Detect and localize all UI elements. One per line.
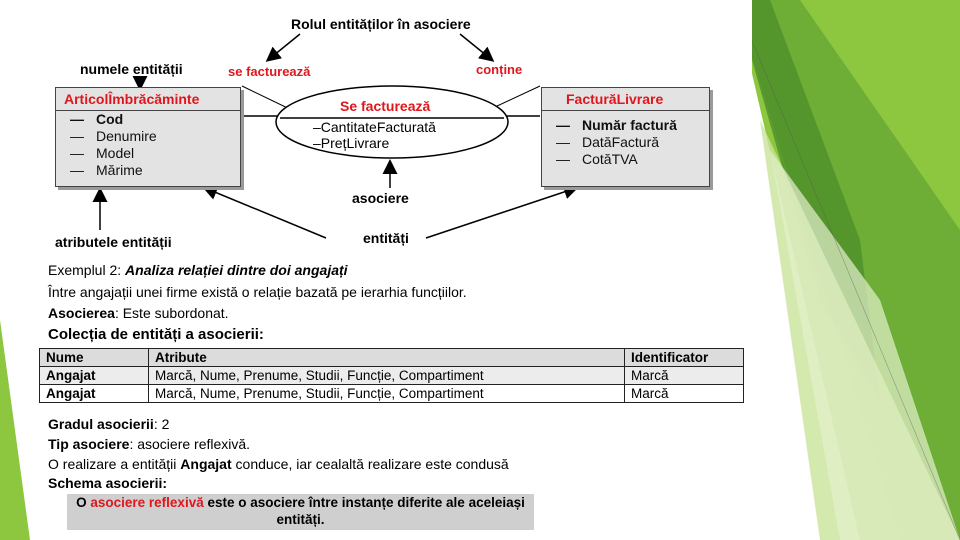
table-cell: Marcă, Nume, Prenume, Studii, Funcție, C… <box>148 384 625 403</box>
association-attr: –CantitateFacturată <box>313 119 436 135</box>
deco-shape-pale <box>770 150 960 540</box>
degree-line: Gradul asocierii: 2 <box>48 416 170 432</box>
table-cell: Marcă <box>624 384 744 403</box>
realization-line: O realizare a entității Angajat conduce,… <box>48 456 509 472</box>
table-header-cell: Atribute <box>148 348 625 367</box>
intro-text: Între angajații unei firme există o rela… <box>48 284 467 300</box>
right-entity-box: FacturăLivrare —Număr factură —DatăFactu… <box>541 87 710 187</box>
schema-heading: Schema asocierii: <box>48 475 168 491</box>
association-line: Asocierea: Este subordonat. <box>48 305 229 321</box>
diagram-top-label: Rolul entităților în asociere <box>291 16 471 32</box>
entity-name-label: numele entității <box>80 61 183 77</box>
association-name: Se facturează <box>340 98 431 114</box>
note-line-2: entități. <box>276 512 325 527</box>
entity-table: Nume Atribute Identificator Angajat Marc… <box>39 348 744 403</box>
type-line: Tip asociere: asociere reflexivă. <box>48 436 251 452</box>
table-cell: Marcă <box>624 366 744 385</box>
entity-attributes-label: atributele entității <box>55 234 172 250</box>
right-entity-attr: —Număr factură <box>556 117 677 133</box>
deco-line <box>734 0 960 540</box>
left-entity-attr: —Mărime <box>70 162 143 178</box>
left-entity-name: ArticolÎmbrăcăminte <box>56 88 240 111</box>
association-label: asociere <box>352 190 409 206</box>
table-header-cell: Identificator <box>624 348 744 367</box>
arrow-entity-left <box>202 185 327 239</box>
example-heading: Exemplul 2: Analiza relației dintre doi … <box>48 262 348 278</box>
role-right-label: conține <box>476 62 523 77</box>
table-header-cell: Nume <box>39 348 149 367</box>
table-row: Angajat Marcă, Nume, Prenume, Studii, Fu… <box>39 366 744 385</box>
document-page <box>30 0 752 493</box>
note-line-1: O asociere reflexivă este o asociere înt… <box>76 495 525 510</box>
right-entity-attr: —CotăTVA <box>556 151 638 167</box>
definition-note: O asociere reflexivă este o asociere înt… <box>67 494 534 530</box>
right-entity-attr: —DatăFactură <box>556 134 660 150</box>
arrow-role-left <box>265 33 301 62</box>
arrow-entity-right <box>425 184 579 239</box>
table-row: Angajat Marcă, Nume, Prenume, Studii, Fu… <box>39 384 744 403</box>
association-attr: –PrețLivrare <box>313 135 390 151</box>
association-ellipse <box>275 85 509 159</box>
role-left-label: se facturează <box>228 64 311 79</box>
table-cell: Marcă, Nume, Prenume, Studii, Funcție, C… <box>148 366 625 385</box>
table-cell: Angajat <box>39 366 149 385</box>
left-entity-attr: —Model <box>70 145 135 161</box>
table-cell: Angajat <box>39 384 149 403</box>
collection-heading: Colecția de entități a asocierii: <box>48 326 264 343</box>
right-entity-name: FacturăLivrare <box>542 88 709 111</box>
left-entity-box: ArticolÎmbrăcăminte —Cod —Denumire —Mode… <box>55 87 241 187</box>
left-entity-attr: —Denumire <box>70 128 157 144</box>
deco-shape-left <box>0 320 30 540</box>
entities-label: entități <box>363 230 409 246</box>
table-header-row: Nume Atribute Identificator <box>39 348 744 367</box>
left-entity-attr: —Cod <box>70 111 124 127</box>
arrow-role-right <box>459 33 495 62</box>
